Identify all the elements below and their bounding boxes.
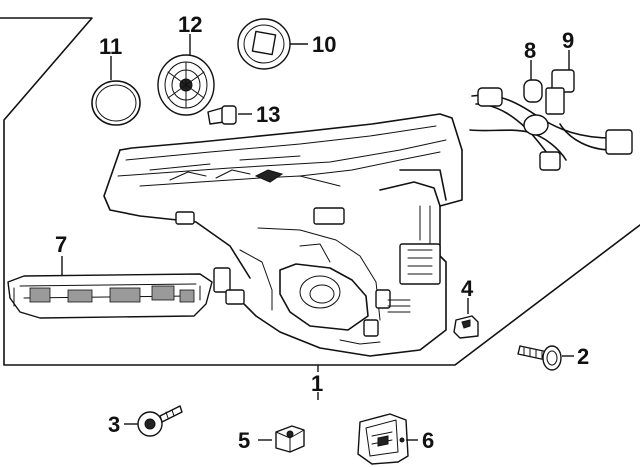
callout-labels: 1 2 3 4 5 6 7 8 9 10 11 12 13 (55, 12, 589, 453)
retainer-clip-part-6 (357, 413, 418, 465)
callout-10: 10 (312, 32, 336, 57)
headlamp-assembly-part-1 (103, 113, 463, 357)
callout-13: 13 (256, 102, 280, 127)
cover-cap-part-10 (237, 18, 308, 70)
callout-8: 8 (524, 38, 536, 63)
screw-part-3 (124, 405, 183, 437)
callout-7: 7 (55, 232, 67, 257)
callout-4: 4 (461, 276, 474, 301)
assembly-frame (0, 17, 640, 366)
callout-6: 6 (422, 428, 434, 453)
clip-nut-part-4 (453, 298, 479, 339)
o-ring-part-11 (91, 56, 141, 126)
callout-11: 11 (99, 34, 122, 59)
socket-cap-part-12 (157, 34, 215, 116)
screw-part-13 (207, 105, 252, 125)
wiring-harness-parts-8-9 (469, 50, 633, 171)
callout-9: 9 (562, 28, 574, 53)
callout-12: 12 (178, 12, 202, 37)
callout-1: 1 (311, 371, 323, 396)
bolt-part-2 (517, 345, 574, 371)
callout-3: 3 (108, 412, 120, 437)
callout-2: 2 (577, 344, 589, 369)
callout-5: 5 (238, 428, 250, 453)
bracket-part-7 (7, 256, 213, 319)
nut-part-5 (258, 425, 305, 453)
